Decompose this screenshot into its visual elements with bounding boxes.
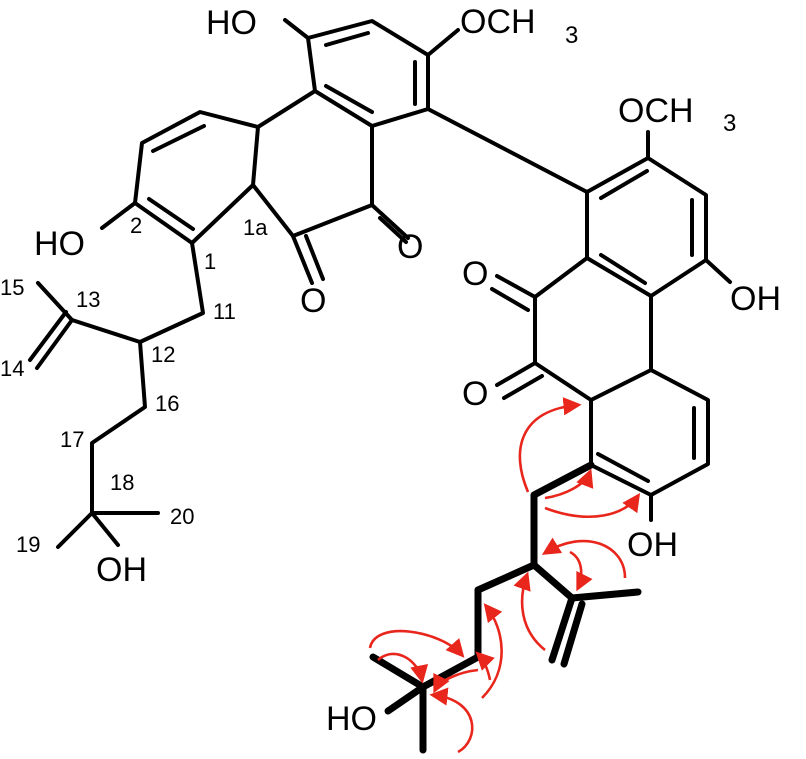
label-och3-right-sub: 3 [723, 110, 736, 137]
ring-f-double-2 [596, 452, 650, 483]
quinone-c2 [291, 234, 314, 285]
hmbc-arrow-8 [475, 651, 495, 681]
quinone-c4-double [502, 374, 544, 400]
quinone-c1-double [378, 216, 408, 244]
bond-bold-c18-c19 [369, 653, 427, 691]
hmbc-arrow-10 [377, 652, 429, 684]
num-16: 16 [155, 391, 179, 416]
ring-b-bonds [251, 89, 374, 238]
biaryl-bond [426, 107, 589, 194]
label-oh-right: OH [730, 280, 781, 318]
ring-c-bonds [133, 110, 260, 245]
hmbc-arrow-6 [513, 571, 546, 652]
hmbc-arrow-3 [544, 492, 641, 518]
num-14: 14 [0, 356, 24, 381]
num-12: 12 [151, 342, 175, 367]
quinone-c1 [370, 203, 410, 240]
num-1a: 1a [243, 215, 268, 240]
bond-bold-c13-c15 [568, 588, 642, 602]
label-o-lower-2: O [462, 375, 488, 413]
label-och3-right: OCH [618, 92, 694, 130]
bond-bold-c13-c14 [548, 594, 576, 664]
hmbc-arrow-7 [481, 603, 503, 699]
num-11: 11 [213, 299, 236, 324]
num-1: 1 [204, 249, 216, 274]
num-13: 13 [76, 287, 100, 312]
quinone-c3 [495, 274, 537, 299]
label-oh-lower-right: OH [627, 526, 678, 564]
label-och3-top: OCH [460, 3, 536, 41]
hmbc-arrow-1 [518, 397, 582, 493]
bond-bold-c12-c13 [530, 561, 576, 602]
label-o-upper-1: O [397, 228, 423, 266]
label-oh-side-chain: OH [96, 551, 147, 589]
hmbc-arrow-4 [541, 537, 627, 579]
label-o-upper-2: O [300, 282, 326, 320]
ring-a-double-1 [324, 31, 370, 47]
num-15: 15 [0, 275, 24, 300]
bond-c18-oh [90, 511, 120, 547]
bond-bold-c18-oh [384, 683, 427, 715]
num-2: 2 [130, 213, 142, 238]
hmbc-arrow-11 [429, 687, 474, 754]
bond-c13-c14 [35, 318, 74, 370]
bond-c13-c14-double [28, 310, 68, 362]
ring-e-bonds [533, 256, 653, 402]
bond-c12-c13 [70, 318, 142, 344]
upper-left-unit [28, 18, 460, 549]
hmbc-arrow-2 [544, 468, 594, 500]
num-20: 20 [170, 504, 194, 529]
ring-f-bonds [589, 368, 710, 497]
label-ho-left: HO [34, 225, 85, 263]
ring-c-double-1 [151, 124, 206, 153]
bond-c-ho-top [283, 18, 310, 40]
hmbc-arrow-5 [569, 550, 593, 592]
hmbc-arrow-12 [433, 668, 479, 694]
quinone-c3-double [490, 287, 530, 312]
ring-d-double-3 [599, 253, 647, 285]
ring-a-double-3 [324, 84, 374, 114]
quinone-c2-double [304, 234, 325, 281]
lower-right-unit [369, 130, 732, 754]
bond-c2-oh [100, 201, 137, 230]
label-o-lower-1: O [462, 255, 488, 293]
bond-c13-c15 [36, 281, 74, 322]
label-ho-lower: HO [326, 700, 377, 738]
num-18: 18 [110, 470, 134, 495]
ring-d-bonds [585, 156, 708, 298]
label-och3-top-sub: 3 [565, 22, 578, 49]
quinone-c4 [495, 361, 537, 387]
ring-d-double-1 [599, 169, 649, 200]
ring-c-double-2 [147, 197, 195, 231]
bond-c-oh-right [704, 258, 732, 284]
label-ho-top: HO [206, 4, 257, 42]
num-19: 19 [16, 532, 40, 557]
bond-c-och3-top [426, 28, 460, 57]
bond-bold-c13-c14-double [560, 600, 586, 668]
num-17: 17 [60, 427, 84, 452]
hmbc-arrows [368, 397, 641, 754]
hmbc-arrow-9 [368, 629, 465, 658]
